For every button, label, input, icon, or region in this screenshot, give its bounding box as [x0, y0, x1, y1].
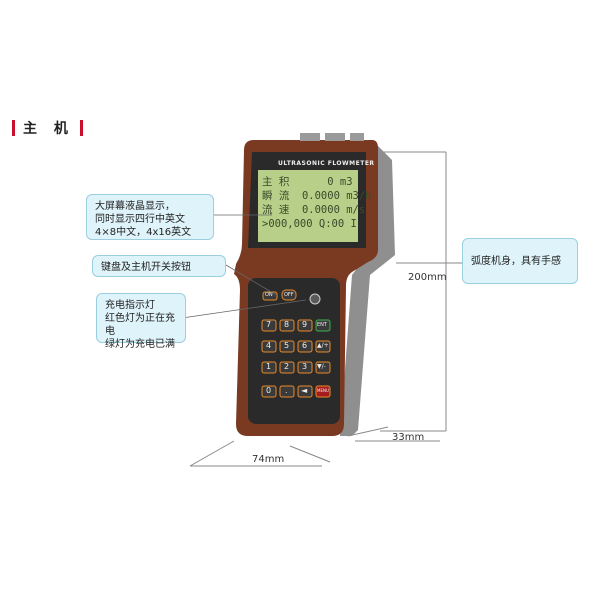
key-0: 0 [266, 386, 272, 395]
lcd-line-4: >000,000 Q:00 I [262, 218, 357, 230]
key-menu: MENU [317, 388, 329, 393]
body-callout-text: 弧度机身，具有手感 [471, 255, 561, 267]
charge-callout-line-3: 绿灯为充电已满 [105, 339, 175, 350]
key-dot: . [285, 386, 288, 395]
screen-callout: 大屏幕液晶显示， 同时显示四行中英文 4×8中文，4x16英文 [86, 194, 214, 240]
depth-dimension: 33mm [392, 432, 425, 443]
lcd-line-2: 瞬 流 0.0000 m3/h [262, 190, 372, 202]
red-bar-right [79, 120, 83, 136]
section-header: 主 机 [12, 118, 83, 138]
screen-callout-line-1: 大屏幕液晶显示， [95, 201, 175, 212]
off-key: OFF [284, 292, 294, 298]
height-dimension: 200mm [408, 272, 447, 283]
lcd-line-3: 流 速 0.0000 m/s [262, 204, 366, 216]
section-title: 主 机 [23, 121, 74, 137]
screen-callout-line-3: 4×8中文，4x16英文 [95, 227, 192, 238]
charge-callout-line-1: 充电指示灯 [105, 300, 155, 311]
keypad-callout-text: 键盘及主机开关按钮 [101, 262, 191, 273]
key-8: 8 [284, 320, 290, 329]
key-5: 5 [284, 341, 290, 350]
key-up: ▲/+ [317, 342, 329, 349]
charge-callout: 充电指示灯 红色灯为正在充电 绿灯为充电已满 [96, 293, 186, 350]
key-7: 7 [266, 320, 272, 329]
on-key: ON [265, 292, 273, 298]
key-enter: ENT [317, 322, 327, 328]
brand-label: ULTRASONIC FLOWMETER [278, 160, 375, 167]
lcd-line-1: 主 积 0 m3 [262, 176, 353, 188]
body-callout: 弧度机身，具有手感 [462, 238, 578, 284]
key-down: ▼/- [317, 363, 326, 370]
key-6: 6 [302, 341, 308, 350]
red-bar-left [12, 120, 15, 136]
key-9: 9 [302, 320, 308, 329]
key-1: 1 [266, 362, 272, 371]
charge-callout-line-2: 红色灯为正在充电 [105, 313, 175, 337]
keypad-callout: 键盘及主机开关按钮 [92, 255, 226, 277]
key-left: ◄ [301, 386, 308, 395]
key-3: 3 [302, 362, 308, 371]
key-4: 4 [266, 341, 272, 350]
screen-callout-line-2: 同时显示四行中英文 [95, 214, 185, 225]
key-2: 2 [284, 362, 290, 371]
width-dimension: 74mm [252, 454, 285, 465]
